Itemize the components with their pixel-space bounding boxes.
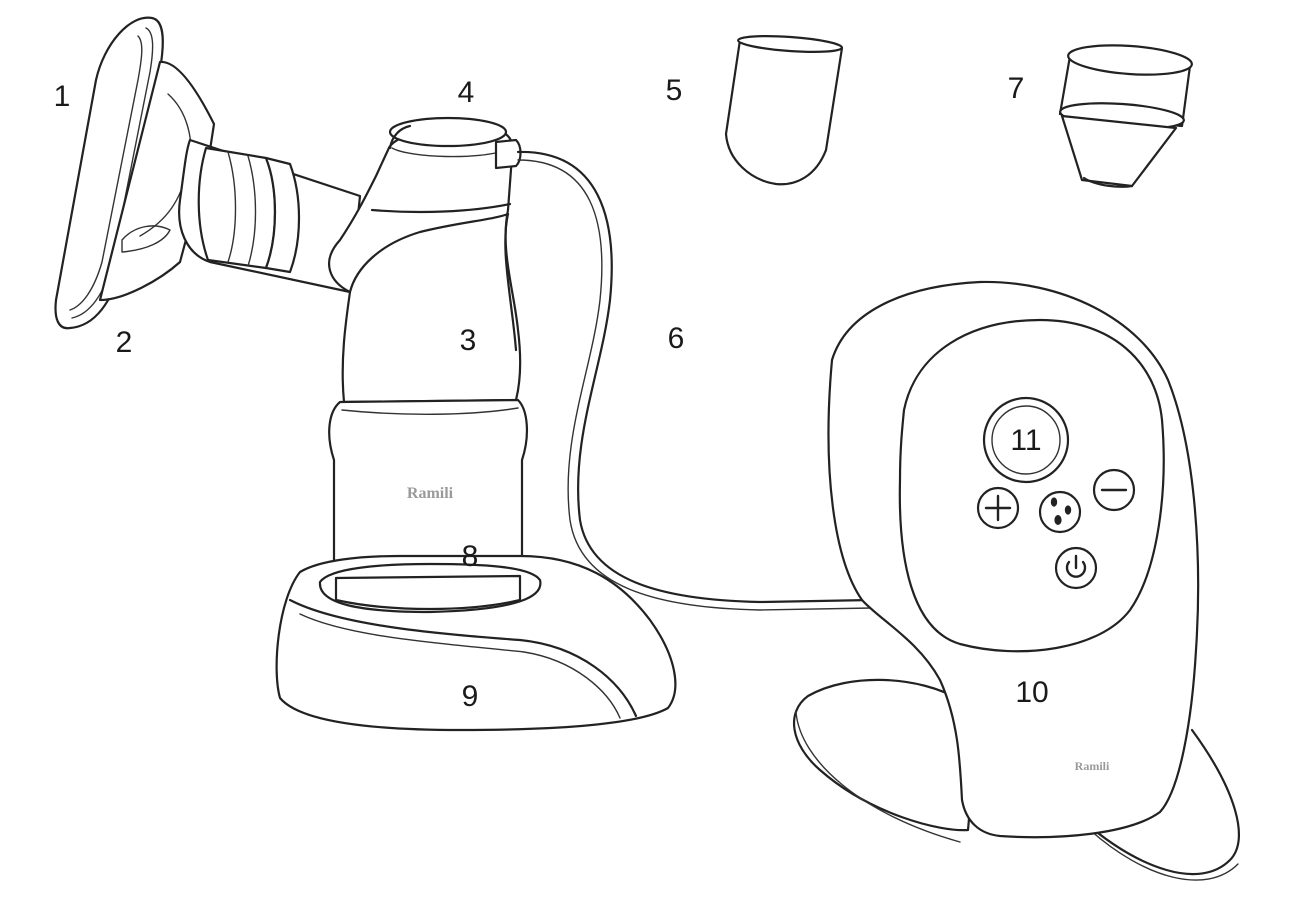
adapter (1058, 44, 1193, 188)
valve-cap (724, 35, 844, 186)
controller-logo: Ramili (1075, 759, 1110, 773)
plus-icon (984, 494, 1012, 522)
breast-shield (54, 16, 362, 330)
label-1: 1 (54, 80, 71, 113)
power-button[interactable] (1054, 546, 1098, 590)
main-button[interactable] (982, 396, 1070, 484)
plus-button[interactable] (976, 486, 1020, 530)
bottle-logo: Ramili (407, 485, 454, 502)
label-10: 10 (1015, 676, 1048, 709)
part-number-labels: 1 2 3 4 5 6 7 8 9 10 11 (54, 72, 1049, 713)
droplets-icon (1050, 497, 1072, 525)
label-6: 6 (668, 322, 685, 355)
label-7: 7 (1008, 72, 1025, 105)
pump-body (328, 116, 522, 404)
power-icon (1065, 554, 1087, 578)
mode-button[interactable] (1038, 490, 1082, 534)
minus-button[interactable] (1092, 468, 1136, 512)
label-5: 5 (666, 74, 683, 107)
label-8: 8 (462, 540, 479, 573)
air-tube (516, 150, 1241, 881)
base-stand (275, 554, 677, 732)
label-2: 2 (116, 326, 133, 359)
controller-unit: Ramili (792, 280, 1200, 843)
label-9: 9 (462, 680, 479, 713)
label-4: 4 (458, 76, 475, 109)
label-3: 3 (460, 324, 477, 357)
label-11: 11 (1010, 424, 1041, 457)
